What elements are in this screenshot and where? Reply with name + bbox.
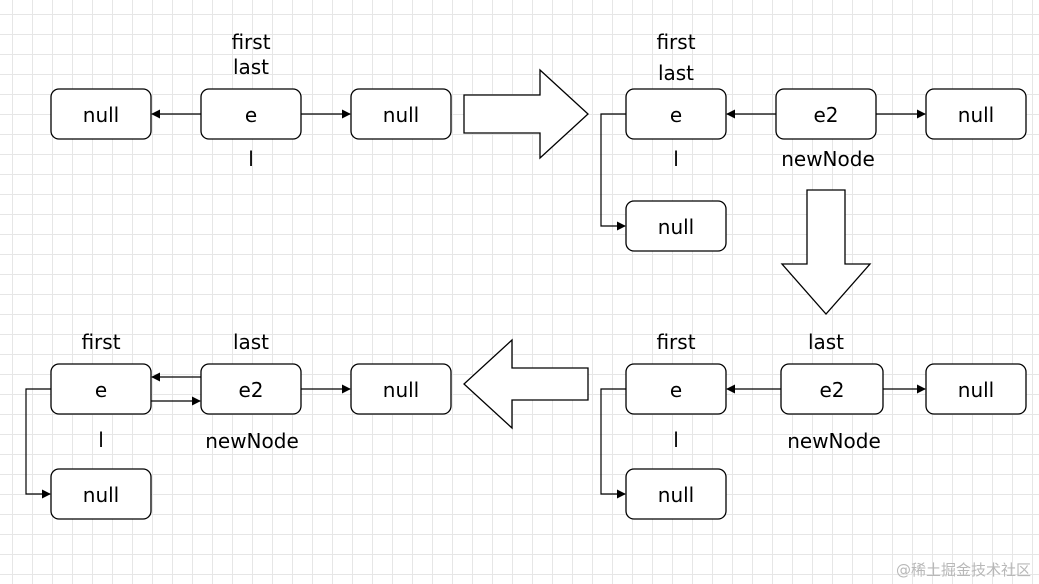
prev-to-null-arrow	[600, 388, 626, 499]
node-e2: e2	[780, 363, 884, 415]
last-label: last	[808, 330, 844, 354]
panel-1: first last null e null l	[50, 30, 452, 171]
l-label: l	[673, 428, 679, 452]
node-value: null	[658, 483, 694, 507]
node-value: null	[958, 378, 994, 402]
null-node-bottom: null	[625, 468, 727, 520]
newnode-label: newNode	[787, 429, 881, 453]
transition-arrow-left	[463, 338, 589, 430]
node-value: null	[83, 103, 119, 127]
newnode-label: newNode	[205, 429, 299, 453]
last-label: last	[233, 330, 269, 354]
null-node-bottom: null	[625, 200, 727, 252]
node-value: e	[670, 103, 682, 127]
panel-3: first last e e2 null null l newNode	[600, 330, 1027, 520]
null-node-right: null	[925, 363, 1027, 415]
newnode-label: newNode	[781, 147, 875, 171]
node-value: e2	[813, 103, 838, 127]
transition-arrow-right	[463, 68, 589, 160]
first-label: first	[81, 330, 120, 354]
transition-arrow-down	[780, 189, 872, 315]
l-label: l	[98, 428, 104, 452]
last-label: last	[658, 61, 694, 85]
node-value: null	[958, 103, 994, 127]
node-value: null	[383, 378, 419, 402]
node-e: e	[625, 88, 727, 140]
node-e: e	[625, 363, 727, 415]
l-label: l	[673, 147, 679, 171]
node-e: e	[50, 363, 152, 415]
first-label: first	[231, 30, 270, 54]
node-e: e	[200, 88, 302, 140]
watermark: @稀土掘金技术社区	[895, 561, 1031, 579]
panel-4: first last e e2 null null l newNode	[25, 330, 452, 520]
prev-to-null-arrow	[600, 113, 626, 231]
prev-to-null-arrow	[25, 388, 51, 499]
null-node-bottom: null	[50, 468, 152, 520]
first-label: first	[656, 30, 695, 54]
node-value: e	[245, 103, 257, 127]
node-value: null	[383, 103, 419, 127]
node-value: null	[83, 483, 119, 507]
null-node-right: null	[350, 363, 452, 415]
node-e2: e2	[200, 363, 302, 415]
node-value: e2	[238, 378, 263, 402]
last-label: last	[233, 55, 269, 79]
null-node-right: null	[925, 88, 1027, 140]
null-node-left: null	[50, 88, 152, 140]
node-value: e	[95, 378, 107, 402]
node-value: e2	[819, 378, 844, 402]
null-node-right: null	[350, 88, 452, 140]
panel-2: first last e e2 null null l newNode	[600, 30, 1027, 252]
node-e2: e2	[775, 88, 877, 140]
first-label: first	[656, 330, 695, 354]
node-value: null	[658, 215, 694, 239]
l-label: l	[248, 147, 254, 171]
node-value: e	[670, 378, 682, 402]
